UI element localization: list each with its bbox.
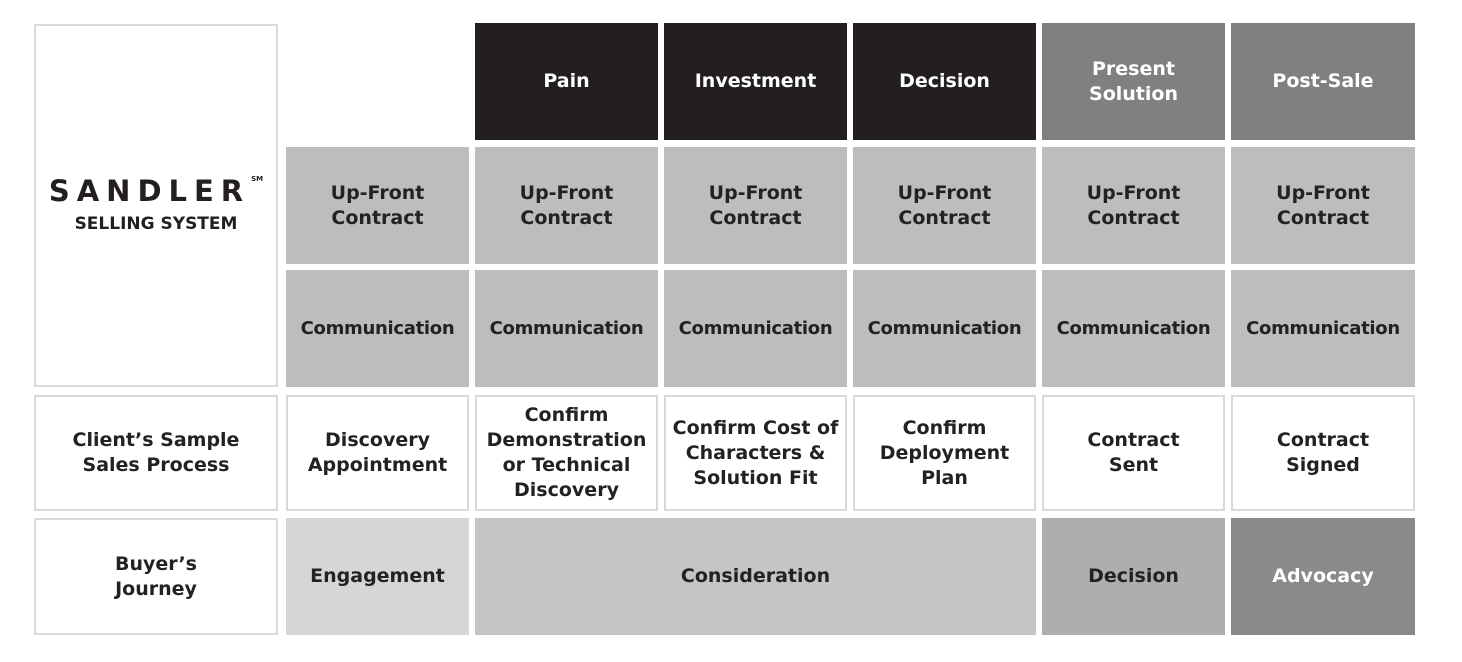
communication-cell: Communication [475,270,658,387]
journey-advocacy: Advocacy [1231,518,1415,635]
communication-cell: Communication [286,270,469,387]
stage-header-pain: Pain [475,23,658,140]
sandler-logo: SANDLER SM [49,174,263,208]
communication-cell: Communication [1042,270,1225,387]
buyers-journey-label: Buyer’s Journey [34,518,278,635]
upfront-contract-cell: Up-Front Contract [1231,147,1415,264]
upfront-contract-cell: Up-Front Contract [1042,147,1225,264]
stage-header-post-sale: Post-Sale [1231,23,1415,140]
sales-process-step: Discovery Appointment [286,395,469,511]
upfront-contract-cell: Up-Front Contract [475,147,658,264]
communication-cell: Communication [664,270,847,387]
stage-header-decision: Decision [853,23,1036,140]
sales-process-step: Confirm Deployment Plan [853,395,1036,511]
upfront-contract-cell: Up-Front Contract [664,147,847,264]
logo-brand: SANDLER [48,174,251,208]
sales-process-step: Confirm Demonstration or Technical Disco… [475,395,658,511]
logo-subtitle: SELLING SYSTEM [74,214,238,234]
logo-trademark: SM [251,175,264,183]
sandler-logo-panel: SANDLER SM SELLING SYSTEM [34,24,278,387]
communication-cell: Communication [853,270,1036,387]
sales-process-step: Contract Sent [1042,395,1225,511]
stage-header-investment: Investment [664,23,847,140]
journey-decision: Decision [1042,518,1225,635]
journey-consideration: Consideration [475,518,1036,635]
stage-header-present-solution: Present Solution [1042,23,1225,140]
sales-process-step: Confirm Cost of Characters & Solution Fi… [664,395,847,511]
sales-process-step: Contract Signed [1231,395,1415,511]
upfront-contract-cell: Up-Front Contract [286,147,469,264]
communication-cell: Communication [1231,270,1415,387]
sales-process-label: Client’s Sample Sales Process [34,395,278,511]
upfront-contract-cell: Up-Front Contract [853,147,1036,264]
journey-engagement: Engagement [286,518,469,635]
